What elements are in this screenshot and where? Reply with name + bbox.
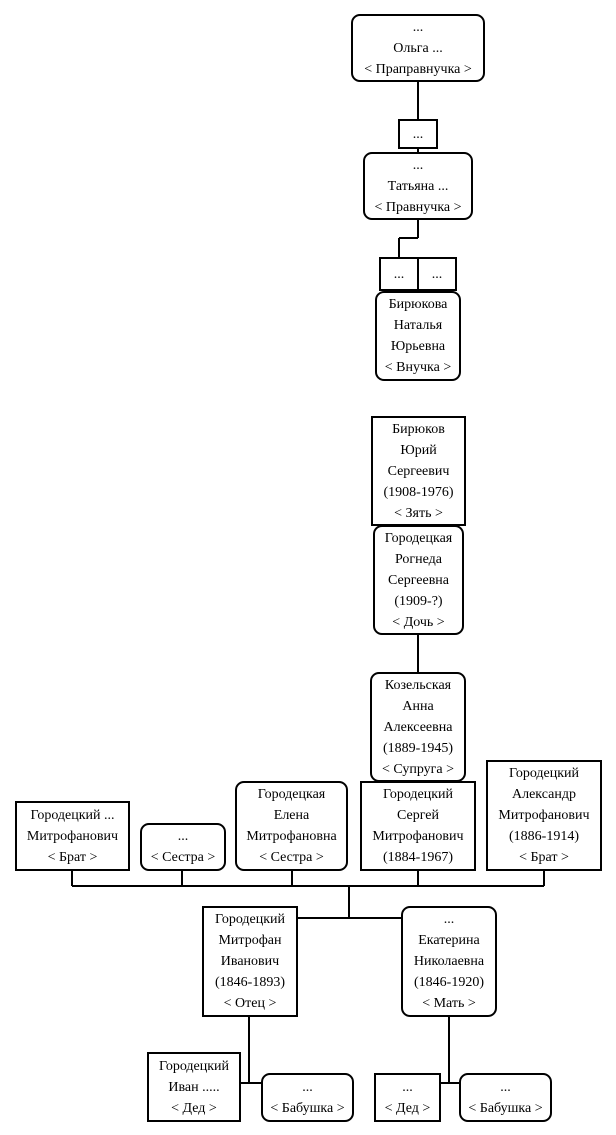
person-text-line: Татьяна ...: [387, 178, 449, 194]
person-text-line: Ольга ...: [393, 40, 443, 56]
person-text-line: ...: [393, 266, 405, 282]
person-text-line: Елена: [273, 808, 310, 823]
person-text-line: < Бабушка >: [270, 1100, 345, 1116]
person-text-line: Городецкая: [384, 530, 453, 546]
person-text-line: Сергеевна: [387, 572, 450, 588]
person-card-grandmother-paternal[interactable]: ... < Бабушка >: [261, 1073, 354, 1122]
person-text-line: < Сестра >: [259, 850, 324, 865]
person-text-line: < Сестра >: [150, 850, 216, 865]
person-text-line: < Брат >: [519, 850, 569, 865]
person-text-line: Бирюков: [392, 421, 445, 437]
person-text-line: < Мать >: [422, 996, 476, 1011]
person-text-line: Сергей: [397, 808, 439, 823]
person-text-line: Митрофанович: [26, 828, 119, 844]
person-card-tatyana-father[interactable]: ...: [379, 257, 419, 291]
person-card-grandfather-maternal[interactable]: ... < Дед >: [374, 1073, 441, 1122]
person-text-line: ...: [302, 1079, 313, 1095]
person-card-sister[interactable]: ... < Сестра >: [140, 823, 226, 871]
person-text-line: Сергеевич: [387, 463, 450, 479]
person-text-line: < Супруга >: [381, 761, 455, 777]
person-text-line: ...: [412, 126, 424, 142]
person-text-line: ...: [443, 912, 455, 927]
person-text-line: Юрьевна: [390, 339, 446, 354]
person-text-line: < Дед >: [384, 1100, 431, 1116]
person-text-line: (1846-1893): [215, 975, 285, 990]
person-text-line: (1886-1914): [509, 829, 579, 844]
person-card-grandmother-maternal[interactable]: ... < Бабушка >: [459, 1073, 552, 1122]
person-text-line: < Внучка >: [384, 360, 452, 375]
person-text-line: Митрофанович: [372, 829, 464, 844]
person-text-line: < Отец >: [223, 996, 277, 1011]
person-card-tatyana-mother[interactable]: ...: [417, 257, 457, 291]
person-text-line: < Брат >: [47, 849, 98, 865]
person-text-line: Городецкий: [214, 912, 286, 927]
person-text-line: Городецкая: [257, 787, 326, 802]
person-text-line: ...: [177, 829, 189, 844]
person-text-line: Городецкий: [508, 766, 580, 781]
person-text-line: Рогнеда: [394, 551, 443, 567]
person-text-line: Митрофанович: [498, 808, 590, 823]
person-text-line: ...: [412, 19, 424, 35]
person-card-brother[interactable]: Городецкий ... Митрофанович < Брат >: [15, 801, 130, 871]
person-text-line: Митрофановна: [246, 829, 337, 844]
person-text-line: (1909-?): [394, 593, 443, 609]
person-text-line: Екатерина: [418, 933, 480, 948]
person-text-line: < Зять >: [394, 505, 443, 521]
person-text-line: < Дочь >: [392, 614, 445, 630]
person-card-olga[interactable]: ... Ольга ... < Праправнучка >: [351, 14, 485, 82]
person-text-line: Иван .....: [168, 1079, 220, 1095]
person-text-line: (1884-1967): [383, 850, 453, 865]
person-card-olga-father[interactable]: ...: [398, 119, 438, 149]
person-text-line: Алексеевна: [383, 719, 453, 735]
person-text-line: < Дед >: [171, 1100, 217, 1116]
person-text-line: (1846-1920): [414, 975, 484, 990]
person-text-line: < Правнучка >: [374, 199, 462, 215]
person-text-line: ...: [431, 266, 443, 282]
person-text-line: Митрофан: [218, 933, 282, 948]
person-text-line: Бирюкова: [388, 297, 448, 312]
person-text-line: < Праправнучка >: [364, 61, 472, 77]
person-text-line: Анна: [402, 698, 434, 714]
person-text-line: ...: [412, 157, 424, 173]
person-text-line: Александр: [512, 787, 576, 802]
person-text-line: ...: [500, 1079, 511, 1095]
person-text-line: Козельская: [384, 677, 452, 693]
person-text-line: Городецкий ...: [30, 807, 115, 823]
person-text-line: ...: [402, 1079, 413, 1095]
person-text-line: (1908-1976): [383, 484, 454, 500]
person-text-line: Городецкий: [382, 787, 454, 802]
person-text-line: Юрий: [400, 442, 437, 458]
person-card-tatyana[interactable]: ... Татьяна ... < Правнучка >: [363, 152, 473, 220]
person-text-line: Николаевна: [413, 954, 485, 969]
person-text-line: Иванович: [220, 954, 280, 969]
person-text-line: < Бабушка >: [468, 1100, 543, 1116]
person-text-line: Наталья: [393, 318, 443, 333]
person-text-line: (1889-1945): [383, 740, 453, 756]
person-text-line: Городецкий: [158, 1058, 230, 1074]
